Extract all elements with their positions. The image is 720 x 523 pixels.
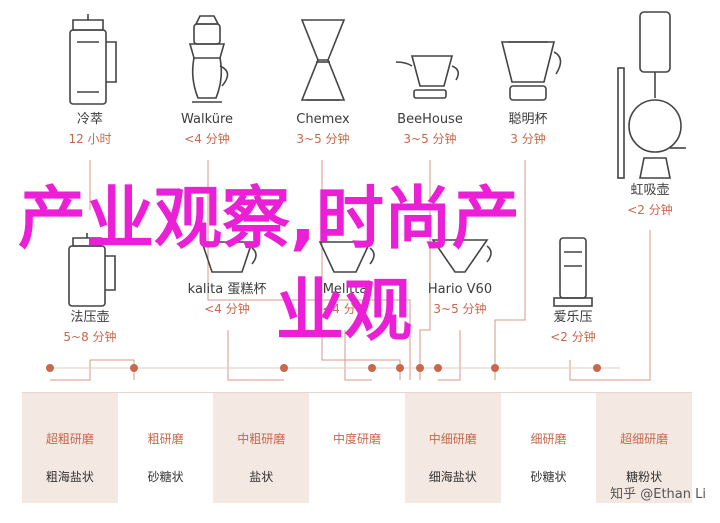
brewer-chemex: Chemex 3~5 分钟 [268, 12, 378, 147]
brewer-french-press: 法压壶 5~8 分钟 [35, 232, 145, 345]
grind-level: 中度研磨 [333, 432, 382, 446]
grind-shape: 砂糖状 [147, 470, 184, 484]
brew-time: <4 分钟 [184, 132, 230, 146]
walkure-icon [188, 15, 229, 103]
grind-level: 细研磨 [530, 432, 567, 446]
brew-time: 3 分钟 [510, 132, 546, 146]
brewer-walkure: Walküre <4 分钟 [152, 12, 262, 147]
brewer-name: 聪明杯 [508, 112, 548, 127]
cold-brew-icon [69, 14, 117, 105]
brewer-name: 虹吸壶 [630, 183, 670, 198]
grind-level: 中细研磨 [428, 432, 477, 446]
clever-dripper-icon [500, 41, 562, 101]
aeropress-icon [553, 237, 593, 307]
grind-column: 中粗研磨 盐状 [213, 393, 310, 503]
grind-shape: 砂糖状 [530, 470, 567, 484]
french-press-icon [68, 233, 116, 307]
grind-scale: 超粗研磨 粗海盐状 粗研磨 砂糖状 中粗研磨 盐状 中度研磨 中细研磨 细海盐状… [22, 392, 693, 503]
kalita-icon [200, 241, 257, 273]
grind-shape: 粗海盐状 [45, 470, 94, 484]
watermark: 知乎 @Ethan Li [610, 487, 706, 502]
brewer-aeropress: 爱乐压 <2 分钟 [518, 232, 628, 345]
grind-level: 中粗研磨 [237, 432, 286, 446]
brewer-melitta: Melitta <4 分钟 [290, 232, 400, 317]
brew-time: 12 小时 [68, 132, 112, 146]
brew-time: 3~5 分钟 [296, 132, 350, 146]
brewer-siphon: 虹吸壶 <2 分钟 [600, 8, 700, 218]
grind-shape: 盐状 [249, 470, 274, 484]
brewer-clever: 聪明杯 3 分钟 [473, 12, 583, 147]
grind-shape: 糖粉状 [626, 470, 663, 484]
brew-time: <2 分钟 [550, 330, 596, 344]
brewer-name: Hario V60 [427, 282, 493, 297]
grind-column: 超粗研磨 粗海盐状 [22, 393, 118, 503]
brew-time: <4 分钟 [322, 302, 368, 316]
hario-v60-icon [431, 239, 492, 273]
grind-level: 超粗研磨 [45, 432, 94, 446]
chemex-icon [300, 19, 346, 101]
brewer-name: 爱乐压 [553, 310, 593, 325]
grind-column: 超细研磨 糖粉状 [596, 393, 693, 503]
grind-shape: 细海盐状 [428, 470, 477, 484]
grind-column: 中度研磨 [309, 393, 405, 503]
brewer-cold-brew: 冷萃 12 小时 [35, 12, 145, 147]
grind-column: 细研磨 砂糖状 [500, 393, 597, 503]
brew-time: 3~5 分钟 [403, 132, 457, 146]
brewer-name: BeeHouse [397, 112, 463, 127]
beehouse-icon [395, 55, 460, 99]
brew-time: <2 分钟 [627, 203, 673, 217]
grind-level: 超细研磨 [620, 432, 669, 446]
brewer-kalita: kalita 蛋糕杯 <4 分钟 [172, 232, 282, 317]
brewer-name: kalita 蛋糕杯 [187, 282, 267, 297]
brew-time: 3~5 分钟 [433, 302, 487, 316]
brewer-name: Melitta [322, 282, 368, 297]
brewer-name: Chemex [296, 112, 350, 127]
grind-column: 粗研磨 砂糖状 [117, 393, 214, 503]
brewer-hario-v60: Hario V60 3~5 分钟 [405, 232, 515, 317]
melitta-icon [318, 241, 375, 273]
brewer-name: 法压壶 [70, 310, 110, 325]
siphon-icon [617, 11, 686, 179]
grind-level: 粗研磨 [147, 432, 184, 446]
brew-time: <4 分钟 [204, 302, 250, 316]
brew-time: 5~8 分钟 [63, 330, 117, 344]
brewer-name: 冷萃 [76, 112, 103, 127]
grind-column: 中细研磨 细海盐状 [404, 393, 501, 503]
brewer-beehouse: BeeHouse 3~5 分钟 [375, 12, 485, 147]
brewer-name: Walküre [180, 112, 234, 127]
